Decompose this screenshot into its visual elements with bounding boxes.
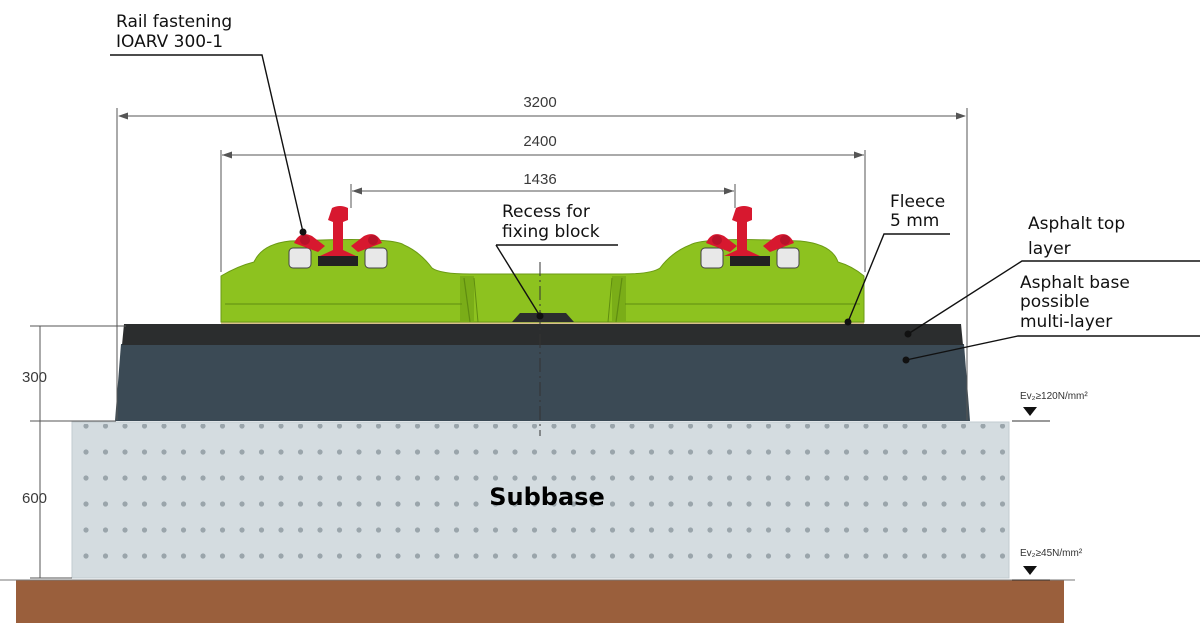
bolt-right-a [712,235,722,245]
asphalt-base-label-1: Asphalt base [1020,273,1130,293]
rail-fastening-leader-dot [299,228,307,236]
track-slab [220,239,865,323]
dim-3200-arrow-left [118,112,128,120]
fleece-leader [847,233,950,323]
asphalt-base-layer [115,344,970,421]
slab-groove-left [463,277,471,323]
rail-pad-left [288,247,312,269]
asphalt-top-layer [122,324,963,345]
rail-pad-right [364,247,388,269]
recess-label-2: fixing block [502,222,600,242]
bolt-left-b [368,235,378,245]
rail-fastening-label-1: Rail fastening [116,12,232,32]
level-marker-top [1023,407,1037,416]
rail-fastening-leader [110,54,304,233]
asphalt-base-label-2: possible [1020,292,1090,312]
asphalt-base-leader [905,335,1200,361]
ground-layer [16,580,1064,623]
rail-right [724,206,760,256]
level-marker-bottom [1023,566,1037,575]
asphalt-base-label-3: multi-layer [1020,312,1112,332]
rail-pad-right-r [776,247,800,269]
fleece-label-2: 5 mm [890,211,939,231]
recess-label-1: Recess for [502,202,590,222]
asphalt-top-label-1: Asphalt top [1028,214,1125,234]
modulus-top-label: Ev₂≥120N/mm² [1020,391,1088,402]
dim-2400-arrow-right [854,151,864,159]
dim-3200-label: 3200 [523,94,556,111]
fleece-label-1: Fleece [890,192,945,212]
dim-1436-arrow-left [352,187,362,195]
recess-leader-dot [536,312,544,320]
asphalt-top-leader [907,260,1200,335]
asphalt-top-leader-dot [904,330,912,338]
fleece-leader-dot [844,318,852,326]
dim-1436-label: 1436 [523,171,556,188]
baseplate-left [318,256,358,266]
dim-2400-arrow-left [222,151,232,159]
slab-groove-left-2 [473,277,479,323]
dim-300-label: 300 [22,369,47,386]
baseplate-right [730,256,770,266]
subbase-label: Subbase [489,483,605,511]
rail-fastening-label-2: IOARV 300-1 [116,32,223,52]
rail-fastening-left [288,206,388,269]
slab-groove-right [615,277,623,323]
asphalt-base-leader-dot [902,356,910,364]
bolt-right-b [780,235,790,245]
rail-fastening-right [700,206,800,269]
rail-left [320,206,356,256]
rail-pad-left-r [700,247,724,269]
asphalt-top-label-2: layer [1028,239,1071,259]
dim-600-label: 600 [22,490,47,507]
bolt-left-a [300,235,310,245]
dim-1436-arrow-right [724,187,734,195]
slab-groove-right-2 [607,277,613,323]
recess-leader-diagonal [495,244,541,317]
modulus-bottom-label: Ev₂≥45N/mm² [1020,548,1083,559]
subbase-dots [72,424,1009,578]
dim-2400-label: 2400 [523,133,556,150]
dim-3200-arrow-right [956,112,966,120]
